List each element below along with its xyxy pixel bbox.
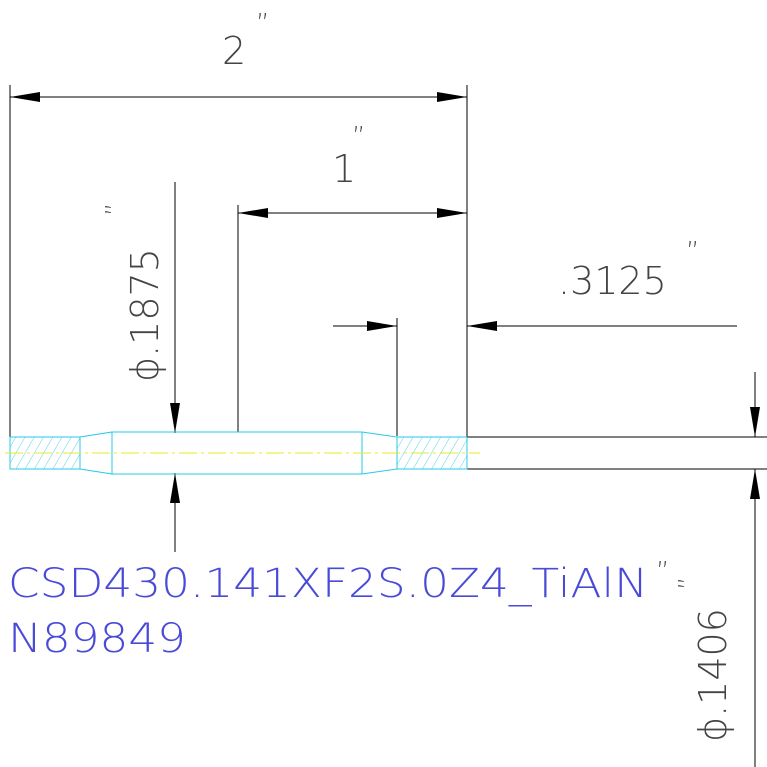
part-number-inch-mark: ” (656, 557, 669, 587)
part-label: CSD430.141XF2S.0Z4_TiAlN ” N89849 (8, 557, 669, 662)
code-text: N89849 (8, 616, 186, 662)
overall-length-text: 2 (222, 29, 246, 73)
left-taper (79, 431, 113, 475)
neck-diameter-dimension: ϕ.1875 ” (101, 182, 180, 552)
step-length-inch-mark: ” (352, 122, 365, 152)
overall-length-dimension: 2 ” (9, 9, 468, 440)
neck-length-inch-mark: ” (686, 237, 699, 267)
step-length-dimension: 1 ” (237, 122, 467, 432)
part-number-text: CSD430.141XF2S.0Z4_TiAlN (8, 561, 648, 607)
step-length-text: 1 (332, 147, 356, 191)
shank-diameter-inch-mark: ” (674, 577, 704, 590)
shank-diameter-dimension: ϕ.1406 ” (467, 372, 767, 767)
tool-profile (5, 431, 480, 475)
neck-diameter-text: ϕ.1875 (123, 248, 167, 382)
overall-length-inch-mark: ” (256, 9, 269, 39)
neck-length-text: .3125 (558, 259, 667, 303)
neck-length-dimension: .3125 ” (333, 237, 737, 436)
shank-diameter-text: ϕ.1406 (691, 608, 735, 742)
neck-diameter-inch-mark: ” (101, 203, 131, 216)
